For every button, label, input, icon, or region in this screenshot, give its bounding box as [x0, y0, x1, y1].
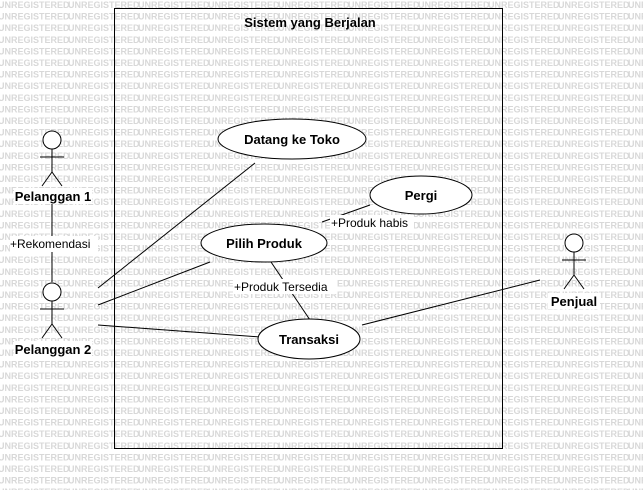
system-title: Sistem yang Berjalan	[244, 15, 376, 30]
label-produk-tersedia: +Produk Tersedia	[234, 280, 328, 294]
actor-label: Pelanggan 1	[15, 189, 92, 204]
label-bg-habis	[330, 215, 414, 230]
actor-head-icon	[42, 282, 62, 302]
use-case-label: Pergi	[405, 188, 438, 203]
use-case-pergi[interactable]: Pergi	[369, 175, 473, 215]
actor-label: Penjual	[551, 294, 597, 309]
assoc-pelanggan2-transaksi[interactable]	[97, 324, 261, 338]
actor-label: Pelanggan 2	[15, 342, 92, 357]
system-boundary[interactable]	[114, 8, 503, 449]
label-bg-tersedia	[233, 279, 337, 294]
use-case-label: Pilih Produk	[226, 236, 303, 251]
actor-pelanggan-1[interactable]: Pelanggan 1	[14, 130, 92, 204]
actor-penjual[interactable]: Penjual	[548, 233, 600, 309]
actor-head-icon	[42, 130, 62, 150]
assoc-penjual-transaksi[interactable]	[361, 279, 541, 326]
label-bg-rekomendasi	[10, 236, 98, 252]
use-case-label: Datang ke Toko	[244, 132, 340, 147]
actor-head-icon	[564, 233, 584, 253]
label-rekomendasi: +Rekomendasi	[10, 237, 90, 251]
assoc-pelanggan2-datang[interactable]	[97, 162, 256, 289]
use-case-label: Transaksi	[279, 332, 339, 347]
assoc-pelanggan2-pilih[interactable]	[97, 261, 211, 306]
use-case-transaksi[interactable]: Transaksi	[257, 318, 361, 360]
use-case-datang-ke-toko[interactable]: Datang ke Toko	[217, 118, 367, 160]
use-case-pilih-produk[interactable]: Pilih Produk	[200, 223, 328, 263]
label-produk-habis: +Produk habis	[331, 216, 408, 230]
actor-pelanggan-2[interactable]: Pelanggan 2	[14, 282, 92, 357]
